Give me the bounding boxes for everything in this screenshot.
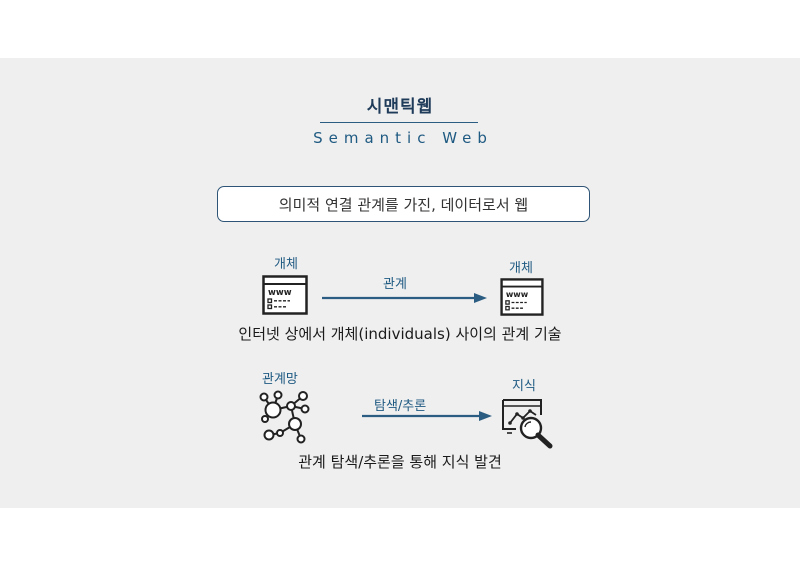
www-browser-icon-right: www xyxy=(500,278,544,316)
knowledge-label: 지식 xyxy=(512,379,536,394)
slide-panel xyxy=(0,58,800,508)
title-divider xyxy=(320,122,478,123)
search-inference-label: 탐색/추론 xyxy=(374,399,427,414)
network-graph-icon xyxy=(259,390,310,444)
data-analysis-magnifier-icon xyxy=(502,399,553,449)
network-label: 관계망 xyxy=(262,372,298,387)
definition-text: 의미적 연결 관계를 가진, 데이터로서 웹 xyxy=(278,195,529,214)
www-browser-icon-left: www xyxy=(262,275,308,315)
row2-caption: 관계 탐색/추론을 통해 지식 발견 xyxy=(298,453,502,471)
relation-label: 관계 xyxy=(383,277,407,292)
entity-label-left: 개체 xyxy=(274,257,298,272)
row1-caption: 인터넷 상에서 개체(individuals) 사이의 관계 기술 xyxy=(238,325,562,343)
definition-box: 의미적 연결 관계를 가진, 데이터로서 웹 xyxy=(217,186,590,222)
www-text: www xyxy=(268,288,292,298)
search-inference-arrow xyxy=(362,411,492,421)
entity-label-right: 개체 xyxy=(509,261,533,276)
www-text: www xyxy=(506,290,529,299)
page-subtitle: Semantic Web xyxy=(313,129,493,147)
page-title: 시맨틱웹 xyxy=(366,97,434,117)
relation-arrow xyxy=(322,293,487,303)
